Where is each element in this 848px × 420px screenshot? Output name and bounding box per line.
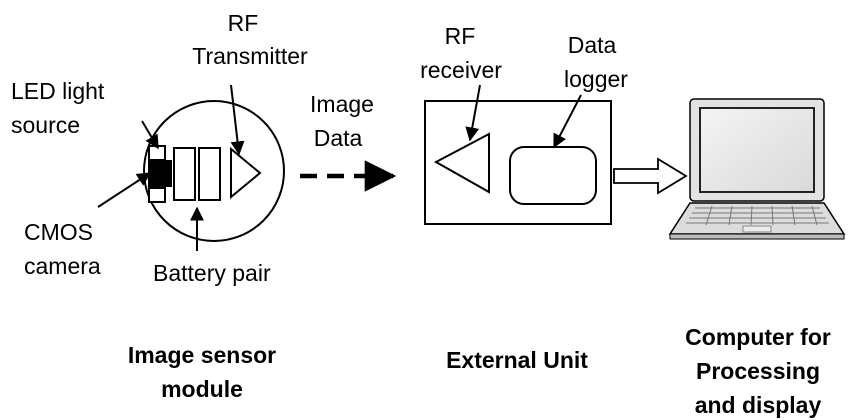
cmos-label-line1: CMOS bbox=[24, 219, 93, 245]
cmos-camera bbox=[148, 160, 172, 187]
data-logger bbox=[509, 146, 597, 205]
cmos-label-line2: camera bbox=[24, 253, 101, 279]
laptop-touchpad bbox=[742, 225, 772, 233]
rf-receiver-label-line2: receiver bbox=[420, 57, 502, 83]
battery-2 bbox=[198, 147, 221, 201]
rf-transmitter bbox=[230, 146, 262, 200]
data-logger-pointer bbox=[553, 94, 582, 149]
led-label-line2: source bbox=[11, 112, 80, 138]
rf-receiver bbox=[433, 132, 490, 194]
transfer-arrow bbox=[613, 157, 688, 195]
external-unit-caption: External Unit bbox=[446, 347, 588, 373]
led-light-source-lower bbox=[148, 187, 166, 203]
rf-receiver-pointer bbox=[465, 84, 481, 142]
image-data-label-line1: Image bbox=[310, 91, 374, 117]
data-logger-label-line1: Data bbox=[568, 32, 617, 58]
cmos-pointer bbox=[97, 172, 152, 208]
external-unit: RF receiver Data logger External Unit bbox=[420, 23, 628, 373]
laptop-front-edge bbox=[669, 233, 845, 240]
led-pointer bbox=[141, 120, 159, 150]
computer-caption-line2: Processing bbox=[696, 358, 820, 384]
image-data-label-line2: Data bbox=[314, 125, 363, 151]
data-logger-label-line2: logger bbox=[564, 66, 628, 92]
image-sensor-module: RF Transmitter LED light source CMOS cam… bbox=[11, 10, 308, 402]
computer-caption-line1: Computer for bbox=[685, 324, 831, 350]
laptop-keyboard bbox=[686, 205, 829, 226]
led-label-line1: LED light bbox=[11, 78, 105, 104]
image-data-link: Image Data bbox=[300, 91, 397, 192]
rf-transmitter-pointer bbox=[230, 84, 245, 156]
sensor-caption-line1: Image sensor bbox=[128, 342, 276, 368]
rf-transmitter-label-line1: RF bbox=[228, 10, 259, 36]
sensor-caption-line2: module bbox=[161, 376, 243, 402]
laptop-screen bbox=[699, 107, 815, 193]
rf-transmitter-label-line2: Transmitter bbox=[192, 43, 308, 69]
rf-receiver-label-line1: RF bbox=[445, 23, 476, 49]
battery-1 bbox=[173, 147, 196, 201]
battery-label: Battery pair bbox=[153, 260, 271, 286]
laptop-computer: Computer for Processing and display bbox=[668, 98, 846, 418]
computer-caption-line3: and display bbox=[695, 392, 822, 418]
